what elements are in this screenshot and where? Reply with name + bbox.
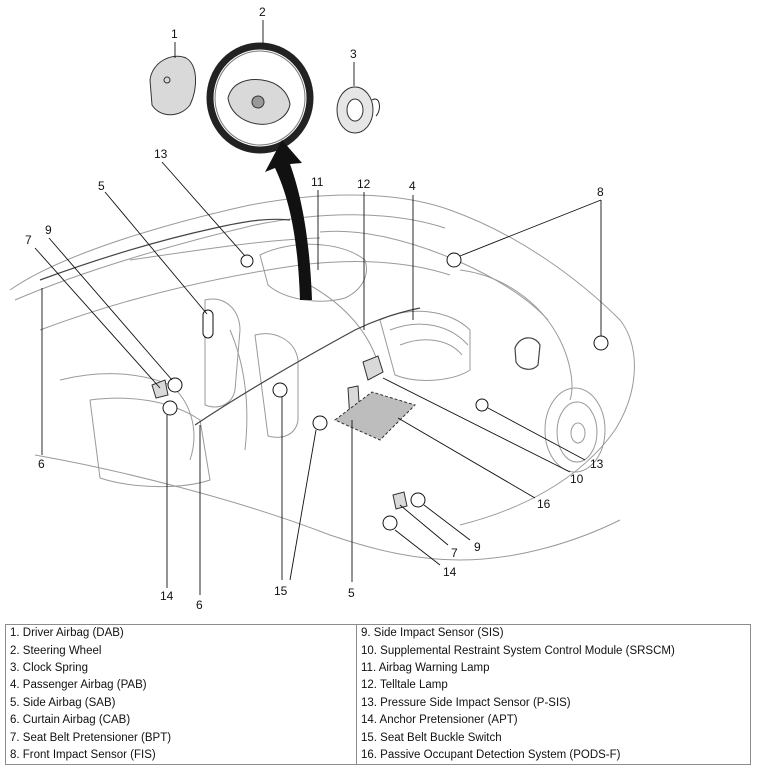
callout-11: 11 xyxy=(311,175,324,189)
srscm-module-part xyxy=(362,355,384,381)
legend-item-13: 13. Pressure Side Impact Sensor (P-SIS) xyxy=(356,694,751,712)
seat-belt-pretensioner-parts xyxy=(151,379,408,510)
legend-item-5: 5. Side Airbag (SAB) xyxy=(5,694,357,712)
legend-item-10: 10. Supplemental Restraint System Contro… xyxy=(356,642,751,660)
callout-12: 12 xyxy=(357,177,371,191)
callout-16: 16 xyxy=(537,497,551,511)
callout-5-top: 5 xyxy=(98,179,105,193)
callout-9-top: 9 xyxy=(45,223,52,237)
legend-item-15: 15. Seat Belt Buckle Switch xyxy=(356,729,751,747)
callout-5-bottom: 5 xyxy=(348,586,355,600)
marker-p-sis-b-pillar xyxy=(240,254,254,268)
marker-side-airbag xyxy=(202,309,214,339)
marker-p-sis-front xyxy=(475,398,489,412)
marker-fis-right xyxy=(593,335,609,351)
legend-item-3: 3. Clock Spring xyxy=(5,659,357,678)
legend-row: 2. Steering Wheel 10. Supplemental Restr… xyxy=(5,642,751,660)
removal-arrow xyxy=(265,140,312,300)
callout-9-bottom: 9 xyxy=(474,540,481,554)
legend-item-9: 9. Side Impact Sensor (SIS) xyxy=(356,624,751,643)
legend-row: 3. Clock Spring 11. Airbag Warning Lamp xyxy=(5,659,751,678)
marker-apt-rear xyxy=(162,400,178,416)
legend-item-11: 11. Airbag Warning Lamp xyxy=(356,659,751,678)
legend-item-6: 6. Curtain Airbag (CAB) xyxy=(5,711,357,730)
callout-numbers: 1 2 3 4 5 6 7 8 9 10 11 12 13 13 14 6 15… xyxy=(25,5,604,612)
callout-7-bottom: 7 xyxy=(451,546,458,560)
marker-sis-rear xyxy=(167,377,183,393)
legend-row: 1. Driver Airbag (DAB) 9. Side Impact Se… xyxy=(5,624,751,643)
steering-wheel-part xyxy=(206,42,314,154)
callout-2: 2 xyxy=(259,5,266,19)
callout-14-bottom: 14 xyxy=(443,565,457,579)
sensor-markers xyxy=(162,252,609,531)
callout-8: 8 xyxy=(597,185,604,199)
marker-buckle-rear xyxy=(272,382,288,398)
driver-airbag-part xyxy=(149,55,196,116)
marker-apt-front xyxy=(382,515,398,531)
callout-10: 10 xyxy=(570,472,584,486)
airbag-component-diagram: 1 2 3 4 5 6 7 8 9 10 11 12 13 13 14 6 15… xyxy=(9,5,635,612)
callout-15: 15 xyxy=(274,584,288,598)
component-legend-table: 1. Driver Airbag (DAB) 9. Side Impact Se… xyxy=(5,624,751,766)
legend-item-8: 8. Front Impact Sensor (FIS) xyxy=(5,746,357,766)
callout-6-bottom: 6 xyxy=(196,598,203,612)
legend-item-16: 16. Passive Occupant Detection System (P… xyxy=(356,746,751,766)
legend-item-2: 2. Steering Wheel xyxy=(5,642,357,660)
legend-row: 6. Curtain Airbag (CAB) 14. Anchor Prete… xyxy=(5,711,751,730)
callout-4: 4 xyxy=(409,179,416,193)
legend-row: 4. Passenger Airbag (PAB) 12. Telltale L… xyxy=(5,677,751,695)
callout-3: 3 xyxy=(350,47,357,61)
callout-1: 1 xyxy=(171,27,178,41)
legend-item-1: 1. Driver Airbag (DAB) xyxy=(5,624,357,643)
marker-sis-front xyxy=(410,492,426,508)
marker-fis-left xyxy=(446,252,462,268)
diagram-canvas: 1 2 3 4 5 6 7 8 9 10 11 12 13 13 14 6 15… xyxy=(9,5,635,612)
pods-sensor-mat xyxy=(334,391,416,441)
leader-lines xyxy=(34,20,602,595)
callout-14-left: 14 xyxy=(160,589,174,603)
callout-6-left: 6 xyxy=(38,457,45,471)
clock-spring-part xyxy=(336,86,380,134)
legend-item-7: 7. Seat Belt Pretensioner (BPT) xyxy=(5,729,357,747)
callout-13-right: 13 xyxy=(590,457,604,471)
callout-13-top: 13 xyxy=(154,147,168,161)
callout-7-top: 7 xyxy=(25,233,32,247)
legend-item-12: 12. Telltale Lamp xyxy=(356,677,751,695)
legend-row: 7. Seat Belt Pretensioner (BPT) 15. Seat… xyxy=(5,729,751,747)
legend-item-4: 4. Passenger Airbag (PAB) xyxy=(5,677,357,695)
legend-item-14: 14. Anchor Pretensioner (APT) xyxy=(356,711,751,730)
legend-row: 5. Side Airbag (SAB) 13. Pressure Side I… xyxy=(5,694,751,712)
marker-buckle-front xyxy=(312,415,328,431)
legend-row: 8. Front Impact Sensor (FIS) 16. Passive… xyxy=(5,746,751,766)
